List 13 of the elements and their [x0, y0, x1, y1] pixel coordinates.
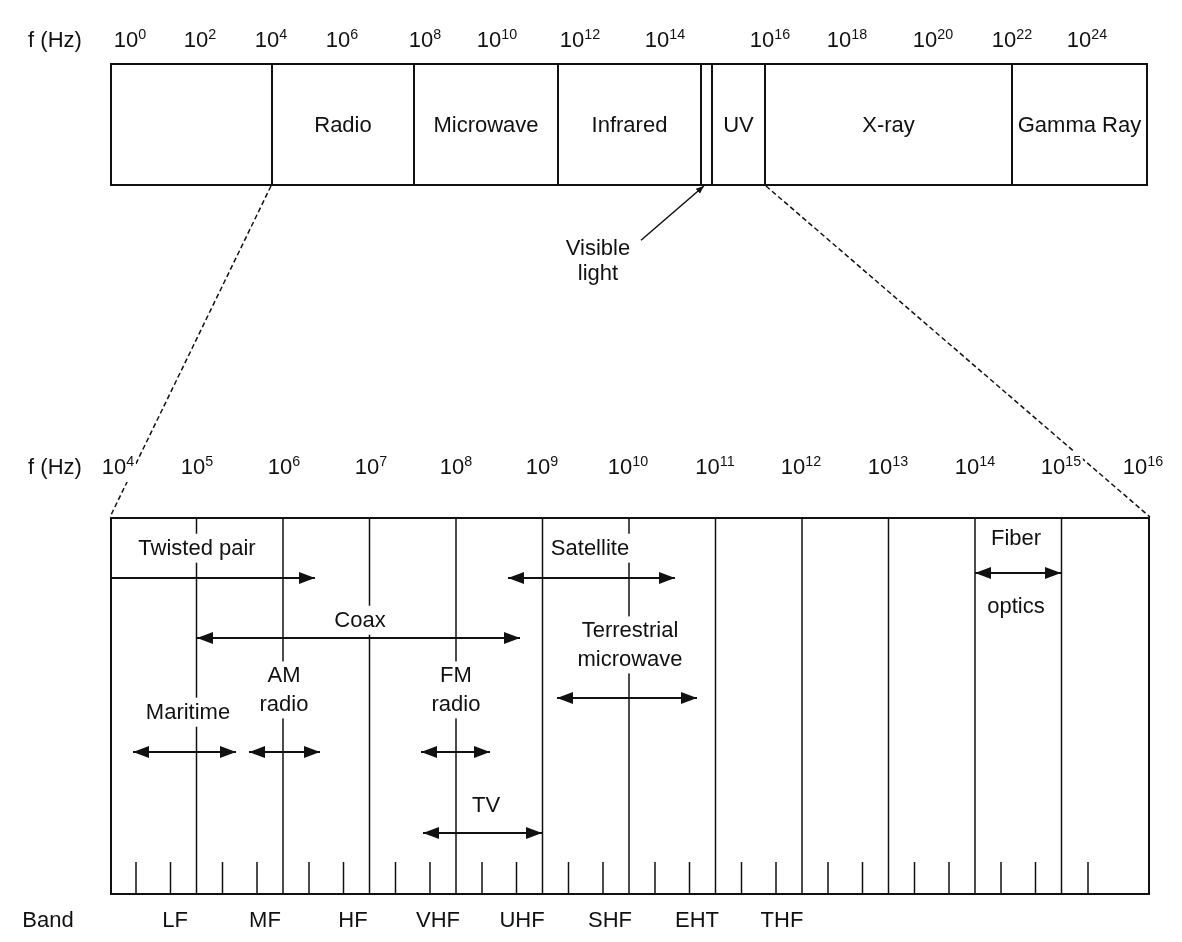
- spectrum-band: Microwave: [413, 63, 559, 186]
- zoom-line: [765, 185, 1151, 518]
- spectrum-band: X-ray: [764, 63, 1013, 186]
- spectrum-band: Gamma Ray: [1011, 63, 1148, 186]
- callout-text: Visible light: [564, 234, 632, 286]
- zoom-panel: [110, 517, 1150, 895]
- medium-label: Twisted pair: [136, 533, 258, 563]
- leader-line: [640, 185, 705, 241]
- spectrum-band: UV: [711, 63, 766, 186]
- spectrum-band: [110, 63, 273, 186]
- spectrum-band: Radio: [271, 63, 415, 186]
- medium-label: Coax: [332, 605, 388, 635]
- medium-label: Satellite: [548, 533, 632, 563]
